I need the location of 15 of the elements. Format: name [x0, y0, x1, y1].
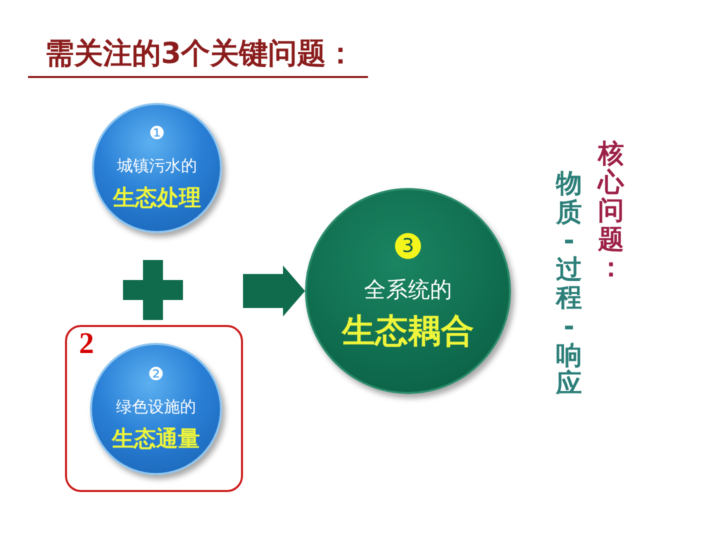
block-arrow — [243, 266, 305, 316]
subtitle: 城镇污水的 — [117, 156, 197, 176]
frame-number: 2 — [79, 329, 94, 359]
highlight-text: 生态耦合 — [342, 312, 474, 350]
subtitle: 绿色设施的 — [116, 397, 196, 417]
subtitle: 全系统的 — [364, 278, 452, 304]
step-number: ❶ — [148, 124, 166, 144]
step-number: 3 — [395, 232, 421, 258]
highlight-text: 生态通量 — [112, 427, 200, 453]
highlight-text: 生态处理 — [113, 186, 201, 212]
vertical-heading: 核心问题： — [598, 140, 624, 283]
rounded-frame — [65, 325, 243, 492]
step-number: ❷ — [148, 365, 164, 385]
vertical-text: 物质-过程-响应 — [556, 170, 582, 399]
slide-title: 需关注的3个关键问题： — [45, 35, 356, 71]
